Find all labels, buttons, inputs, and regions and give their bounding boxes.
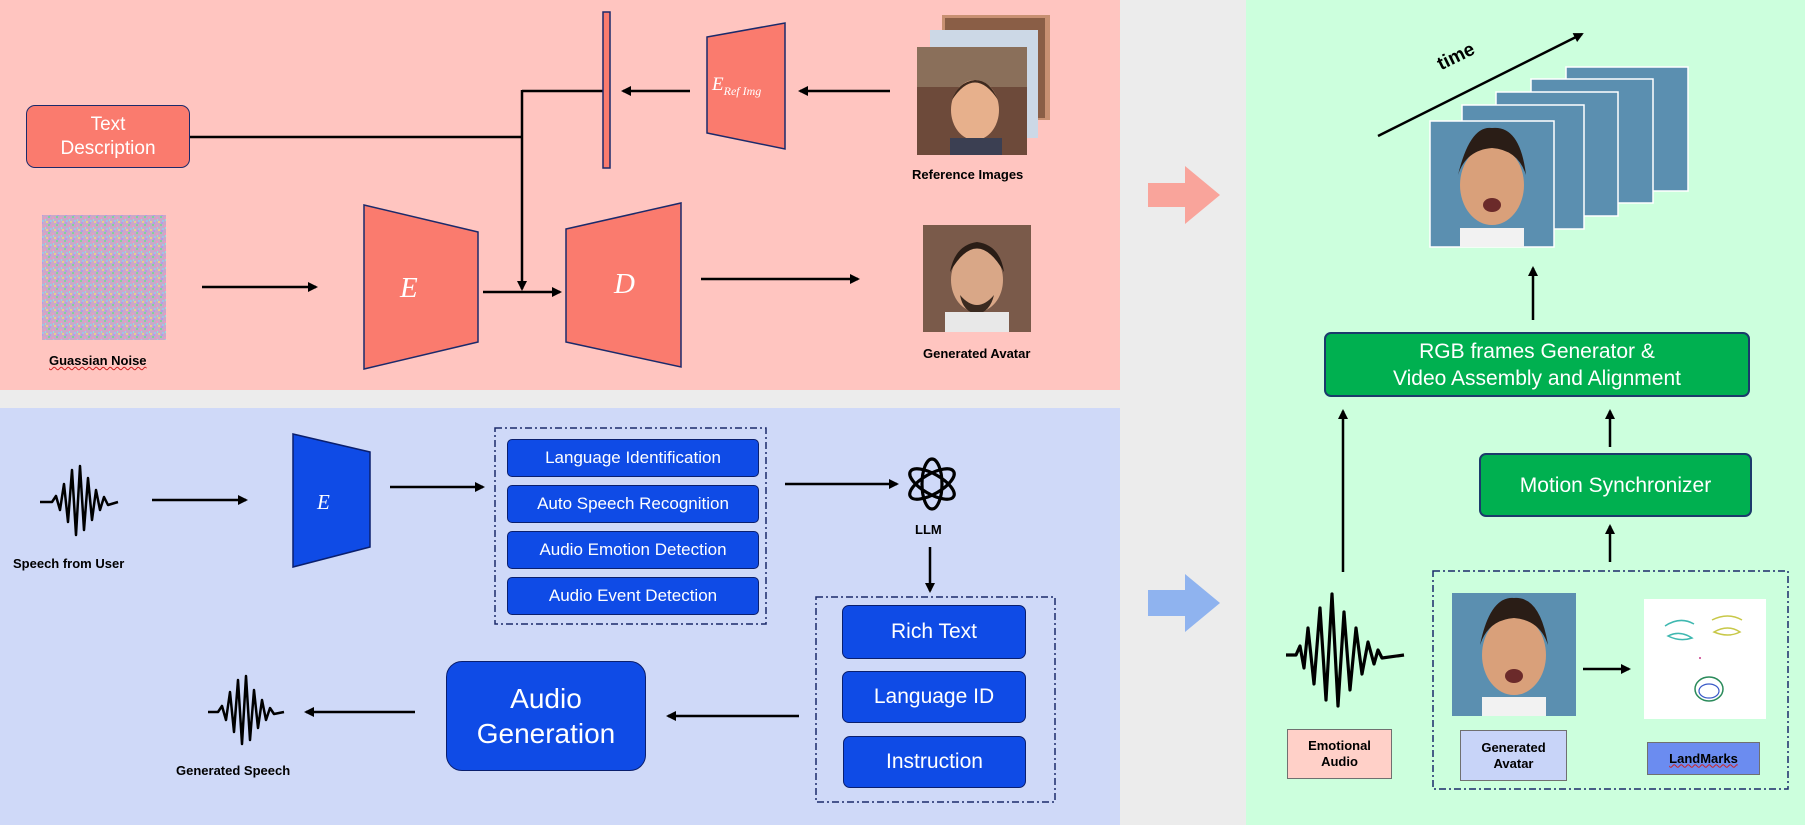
llm-logo-icon (908, 457, 956, 511)
task-audio-emotion-detection: Audio Emotion Detection (507, 531, 759, 569)
decoder-letter: D (614, 268, 635, 300)
audio-encoder-shape (292, 433, 371, 568)
video-frames-stack (1429, 66, 1689, 248)
task-audio-event-detection: Audio Event Detection (507, 577, 759, 615)
output-rich-text: Rich Text (842, 605, 1026, 659)
decoder-shape (565, 202, 682, 368)
text-description-box: Text Description (26, 105, 190, 168)
speech-waveform (40, 464, 119, 537)
generated-speech-waveform (208, 674, 285, 746)
conditioning-bar (602, 11, 611, 169)
blue-big-arrow (1148, 574, 1220, 632)
output-language-id: Language ID (842, 671, 1026, 723)
output-instruction: Instruction (843, 736, 1026, 788)
reference-images-label: Reference Images (912, 167, 1024, 182)
task-language-identification: Language Identification (507, 439, 759, 477)
emotional-audio-label: Emotional Audio (1287, 729, 1392, 779)
emotional-audio-waveform (1286, 592, 1405, 708)
audio-encoder-letter: E (317, 490, 330, 514)
guassian-noise-text: Guassian Noise (49, 353, 147, 368)
encoder-ref-letter: E (712, 74, 724, 95)
encoder-shape (363, 204, 479, 370)
audio-generation-box: Audio Generation (446, 661, 646, 771)
speech-from-user-label: Speech from User (13, 556, 125, 571)
gaussian-noise-image (42, 215, 166, 340)
pink-big-arrow (1148, 166, 1220, 224)
rgb-frames-generator-box: RGB frames Generator & Video Assembly an… (1324, 332, 1750, 397)
encoder-ref-shape (706, 22, 786, 150)
time-axis-arrow (1377, 32, 1584, 138)
encoder-ref-label: ERef Img (712, 74, 762, 98)
landmarks-text: LandMarks (1669, 750, 1738, 766)
landmarks-image (1644, 599, 1766, 719)
llm-label: LLM (915, 522, 942, 537)
generated-avatar-label: Generated Avatar (1460, 730, 1567, 781)
task-auto-speech-recognition: Auto Speech Recognition (507, 485, 759, 523)
motion-synchronizer-box: Motion Synchronizer (1479, 453, 1752, 517)
outputs-group-box (815, 596, 1056, 803)
generated-avatar-top-label: Generated Avatar (923, 346, 1031, 361)
generated-speech-label: Generated Speech (176, 763, 291, 778)
motion-inputs-box (1432, 570, 1789, 790)
tasks-group-box (494, 427, 767, 625)
guassian-noise-label: Guassian Noise (49, 353, 147, 368)
encoder-ref-subscript: Ref Img (723, 84, 762, 98)
landmarks-label: LandMarks (1647, 742, 1760, 775)
encoder-letter: E (400, 272, 418, 304)
